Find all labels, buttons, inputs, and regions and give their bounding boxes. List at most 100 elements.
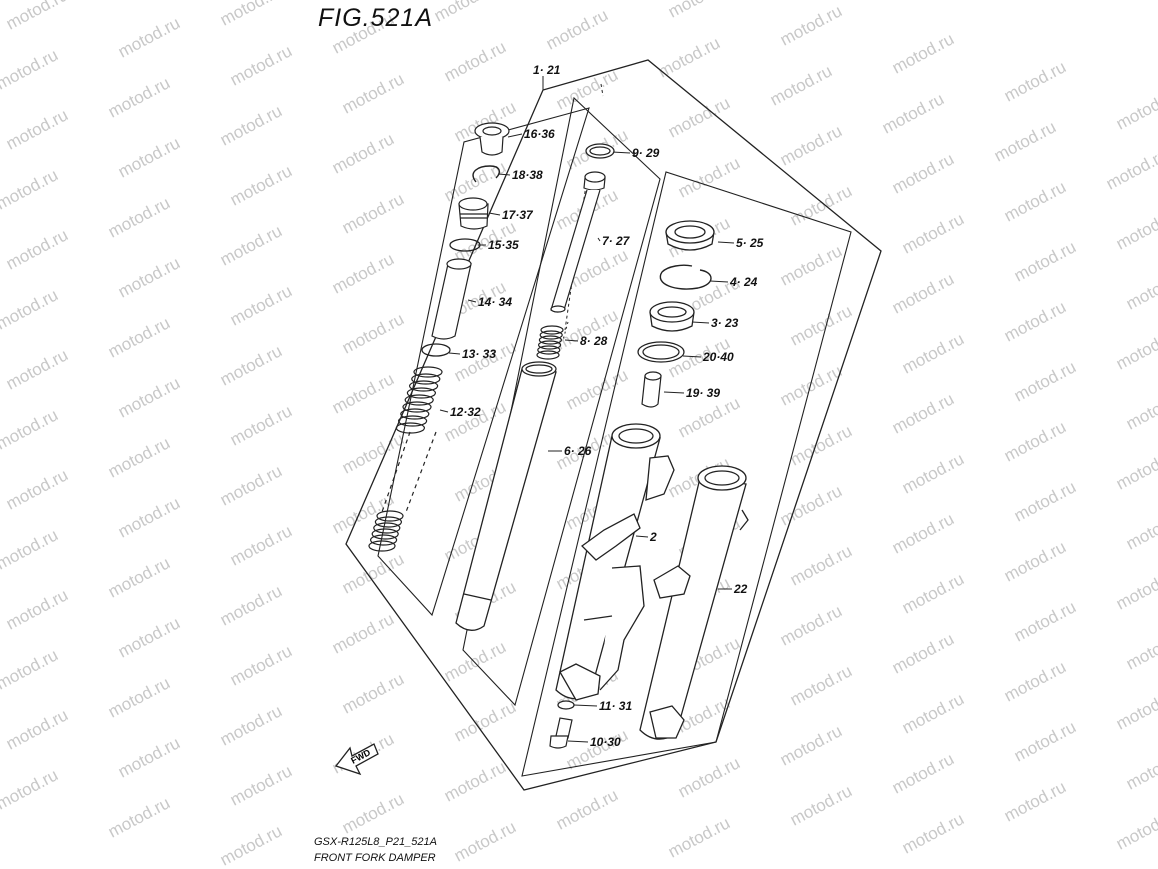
watermark-text: motod.ru (1123, 505, 1158, 553)
watermark-text: motod.ru (115, 13, 183, 61)
watermark-text: motod.ru (777, 481, 845, 529)
watermark-text: motod.ru (787, 541, 855, 589)
watermark-text: motod.ru (787, 661, 855, 709)
callout-4: 4· 24 (730, 275, 758, 289)
watermark-text: motod.ru (339, 309, 407, 357)
watermark-text: motod.ru (217, 701, 285, 749)
part-9-ring (585, 143, 615, 159)
group-outline-middle (462, 96, 661, 707)
watermark-text: motod.ru (879, 89, 947, 137)
watermark-text: motod.ru (0, 765, 61, 813)
watermark-text: motod.ru (1113, 805, 1158, 853)
watermark-text: motod.ru (115, 253, 183, 301)
spring-coil (370, 534, 398, 546)
watermark-text: motod.ru (329, 129, 397, 177)
watermark-text: motod.ru (441, 637, 509, 685)
callout-13: 13· 33 (462, 347, 497, 361)
watermark-text: motod.ru (115, 733, 183, 781)
watermark-text: motod.ru (665, 93, 733, 141)
callout-6: 6· 26 (564, 444, 592, 458)
callout-2: 2 (650, 530, 657, 544)
watermark-text: motod.ru (777, 1, 845, 49)
watermark-text: motod.ru (0, 645, 61, 693)
part-19-bush (641, 371, 662, 408)
watermark-text: motod.ru (115, 133, 183, 181)
watermark-text: motod.ru (0, 525, 61, 573)
callout-18: 18·38 (512, 168, 543, 182)
spring-coil (374, 516, 402, 528)
spring-coil (381, 431, 411, 513)
watermark-text: motod.ru (105, 73, 173, 121)
watermark-text: motod.ru (1123, 745, 1158, 793)
spring-coil (371, 528, 399, 540)
spring-coil (404, 394, 434, 406)
watermark-text: motod.ru (1001, 177, 1069, 225)
watermark-text: motod.ru (889, 29, 957, 77)
watermark-text: motod.ru (889, 749, 957, 797)
spring-coil (409, 380, 439, 392)
watermark-text: motod.ru (105, 193, 173, 241)
callout-7: 7· 27 (602, 234, 630, 248)
watermark-text: motod.ru (1001, 657, 1069, 705)
watermark-text: motod.ru (991, 117, 1059, 165)
watermark-text: motod.ru (217, 461, 285, 509)
watermark-text: motod.ru (1001, 537, 1069, 585)
watermark-text: motod.ru (889, 509, 957, 557)
watermark-text: motod.ru (899, 449, 967, 497)
watermark-text: motod.ru (105, 433, 173, 481)
watermark-text: motod.ru (889, 269, 957, 317)
callout-8: 8· 28 (580, 334, 608, 348)
callout-19: 19· 39 (686, 386, 721, 400)
callout-14: 14· 34 (478, 295, 513, 309)
watermark-text: motod.ru (227, 281, 295, 329)
watermark-text: motod.ru (553, 785, 621, 833)
spring-coil (405, 431, 437, 513)
callout-assembly: 1· 21 (533, 63, 561, 77)
part-18-circlip (472, 165, 501, 183)
part-12-spring (368, 366, 443, 552)
spring-coil (400, 408, 430, 420)
watermark-text: motod.ru (227, 41, 295, 89)
callout-9: 9· 29 (632, 146, 660, 160)
watermark-text: motod.ru (777, 121, 845, 169)
watermark-text: motod.ru (441, 757, 509, 805)
watermark-text: motod.ru (329, 609, 397, 657)
callout-10: 10·30 (590, 735, 621, 749)
watermark-text: motod.ru (339, 789, 407, 837)
watermark-text: motod.ru (777, 361, 845, 409)
spring-coil (537, 340, 562, 350)
watermark-text: motod.ru (431, 0, 499, 26)
watermark-text: motod.ru (1123, 625, 1158, 673)
watermark-text: motod.ru (767, 61, 835, 109)
watermark-text: motod.ru (227, 761, 295, 809)
spring-coil (537, 345, 561, 355)
watermark-text: motod.ru (339, 669, 407, 717)
watermark-text: motod.ru (227, 641, 295, 689)
watermark-text: motod.ru (217, 0, 285, 30)
part-6-inner-tube (455, 361, 557, 631)
watermark-text: motod.ru (1123, 385, 1158, 433)
part-17-bushing (458, 197, 489, 230)
watermark-text: motod.ru (3, 465, 71, 513)
part-5-seal-cover (665, 220, 715, 251)
watermark-text: motod.ru (1123, 265, 1158, 313)
watermark-text: motod.ru (115, 493, 183, 541)
spring-coil (539, 330, 563, 340)
watermark-text: motod.ru (339, 189, 407, 237)
spring-coil (406, 387, 436, 399)
watermark-text: motod.ru (889, 389, 957, 437)
watermark-text: motod.ru (777, 601, 845, 649)
watermark-text: motod.ru (3, 105, 71, 153)
watermark-text: motod.ru (777, 721, 845, 769)
group-outline-left (377, 107, 590, 617)
watermark-text: motod.ru (227, 521, 295, 569)
part-11-washer (557, 700, 575, 710)
watermark-text: motod.ru (1001, 417, 1069, 465)
watermark-text: motod.ru (675, 153, 743, 201)
watermark-text: motod.ru (553, 65, 621, 113)
watermark-text: motod.ru (3, 345, 71, 393)
part-3-oil-seal (649, 301, 695, 332)
watermark-text: motod.ru (1001, 777, 1069, 825)
watermark-text: motod.ru (899, 689, 967, 737)
